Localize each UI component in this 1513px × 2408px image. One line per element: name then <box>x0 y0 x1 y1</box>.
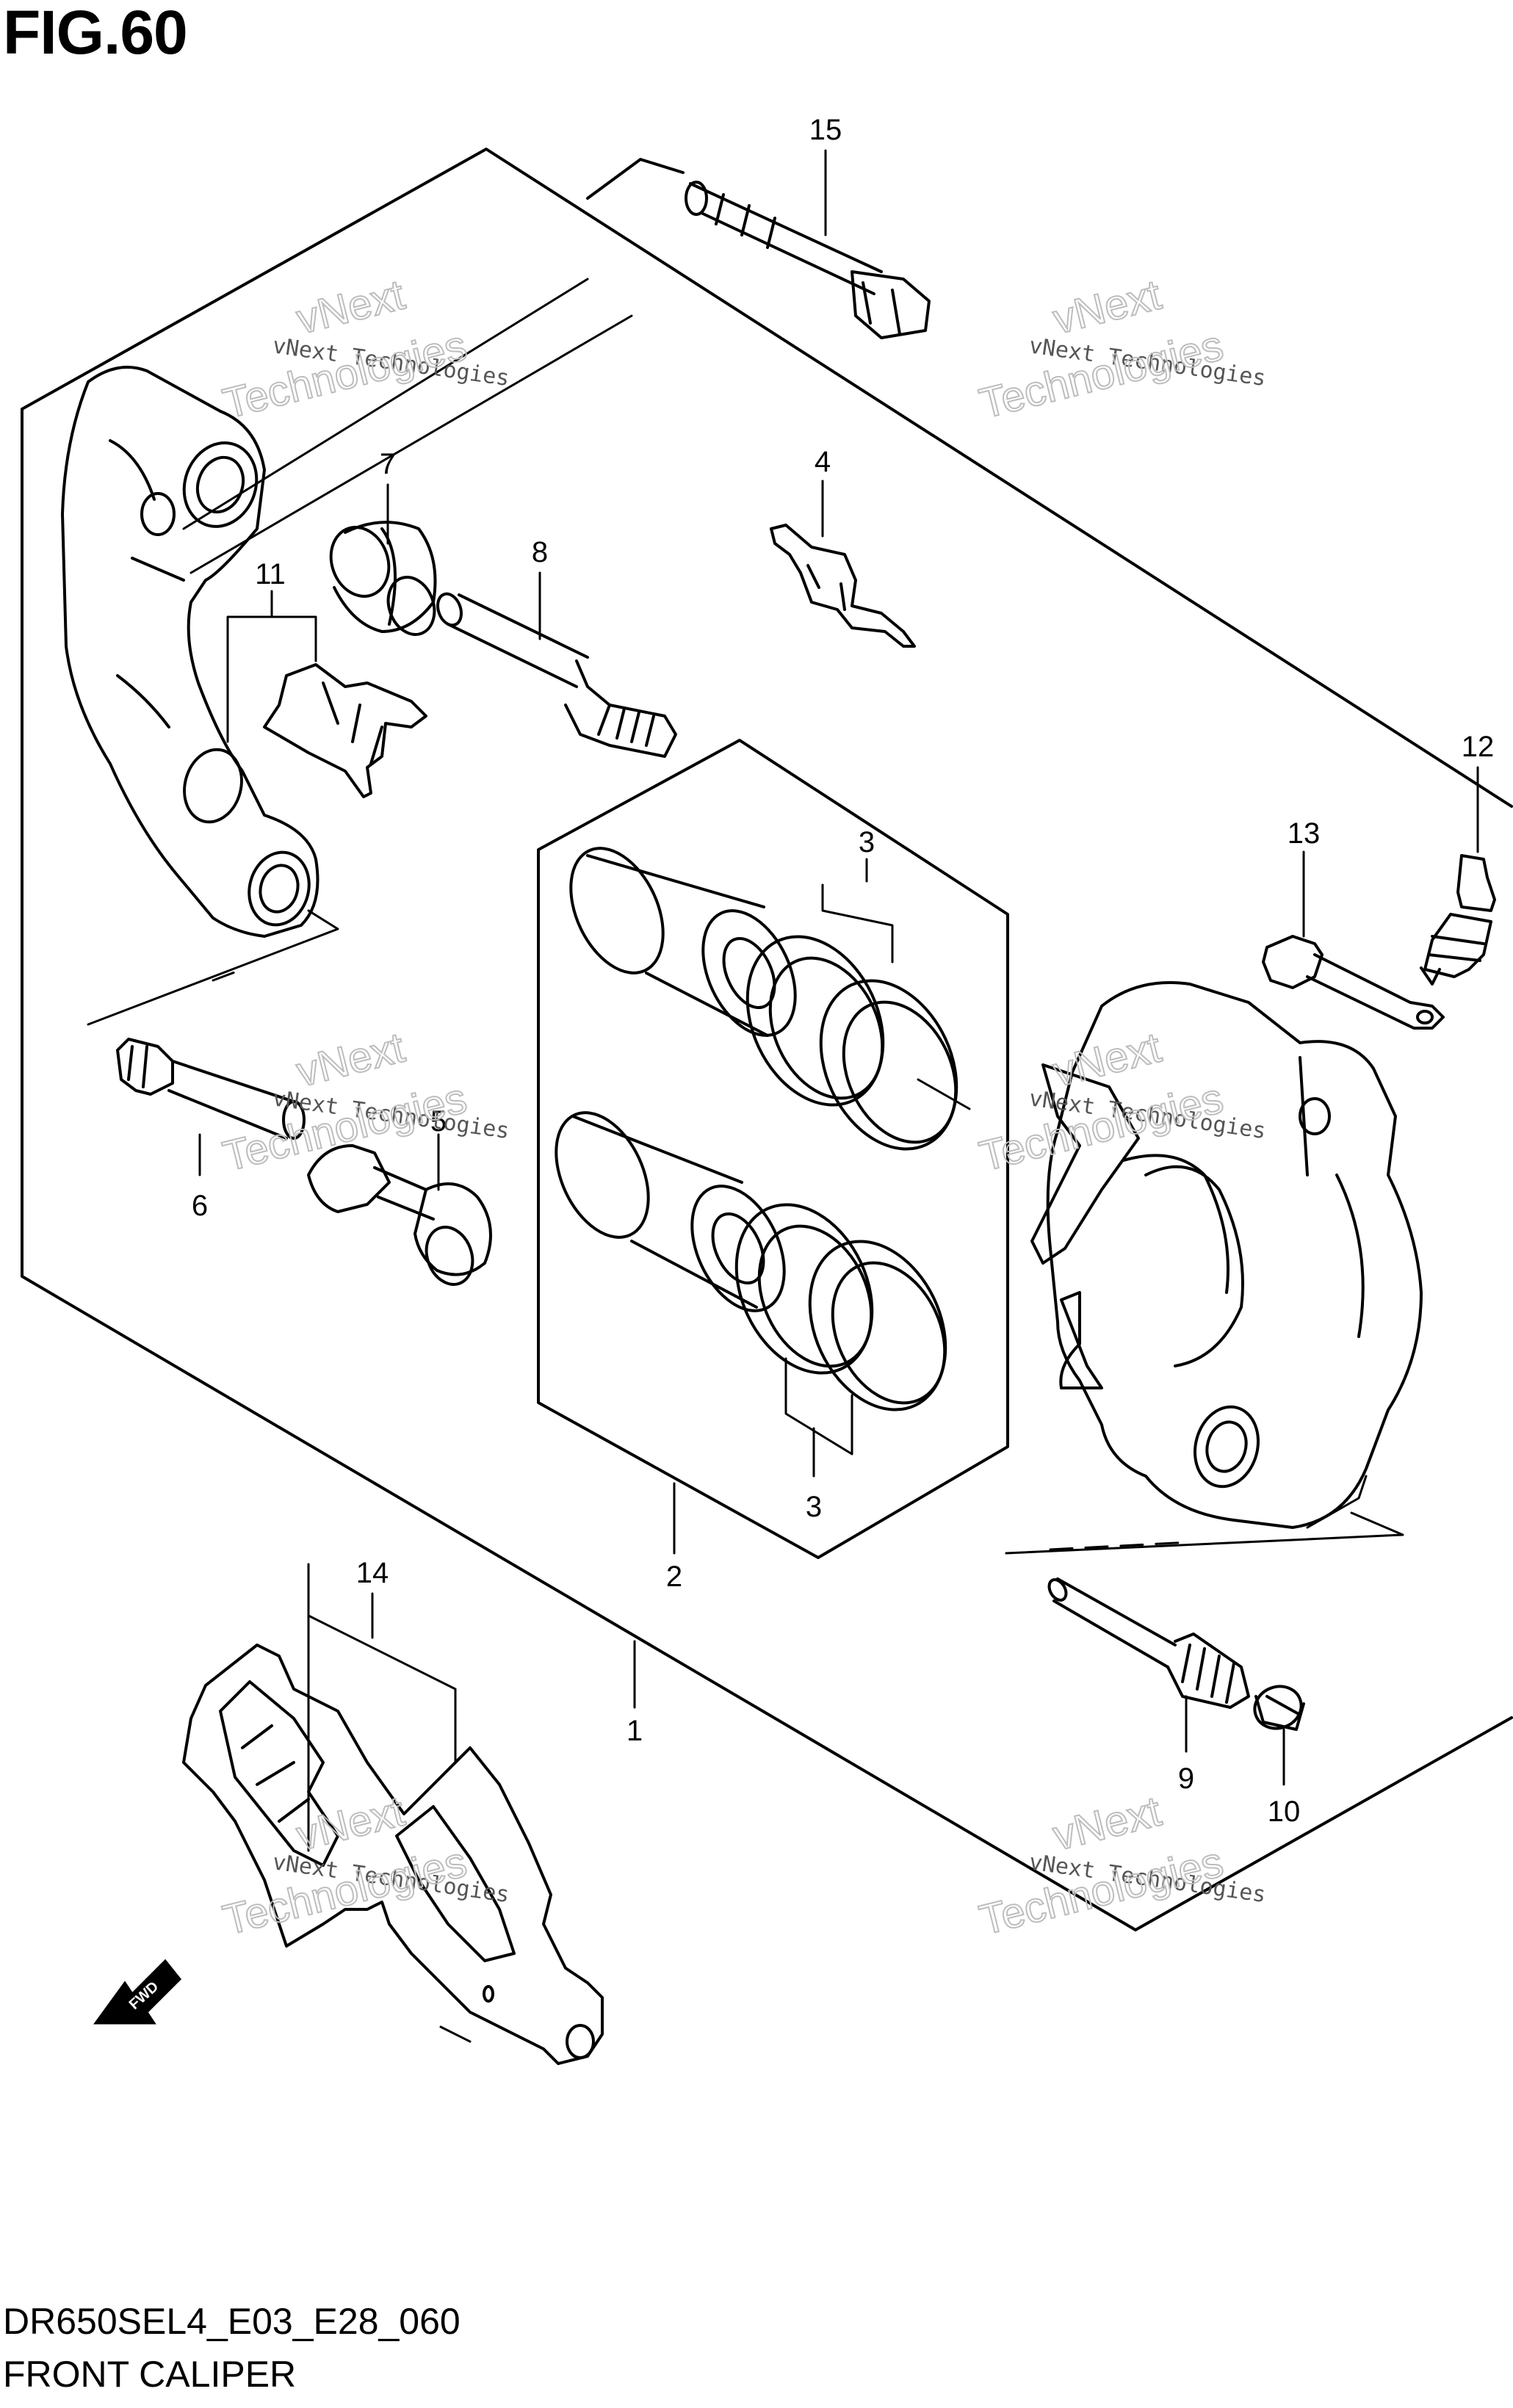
svg-text:vNext: vNext <box>292 271 409 344</box>
dust-seal-lower <box>734 1203 874 1375</box>
piston-upper <box>569 847 797 1037</box>
watermark-mid-left: vNext vNext Technologies Technologies <box>217 1023 510 1182</box>
piston-lower <box>555 1111 786 1312</box>
figure-code: DR650SEL4_E03_E28_060 <box>3 2301 461 2342</box>
callout-3-upper: 3 <box>859 826 875 858</box>
callout-9: 9 <box>1178 1762 1194 1795</box>
callout-3-lower: 3 <box>806 1491 822 1523</box>
pin-6 <box>116 1038 306 1140</box>
callout-8: 8 <box>532 536 548 568</box>
pin-8 <box>436 592 677 758</box>
svg-text:vNext: vNext <box>292 1024 409 1096</box>
svg-text:vNext: vNext <box>1048 1787 1166 1860</box>
callout-15: 15 <box>809 114 842 146</box>
callout-1: 1 <box>626 1715 643 1747</box>
brake-pads-14 <box>182 1563 604 2065</box>
pin-9 <box>1047 1577 1250 1709</box>
caliper-body <box>1030 981 1423 1529</box>
svg-text:Technologies: Technologies <box>218 322 471 428</box>
caliper-bracket <box>61 278 633 938</box>
boot-5 <box>307 1144 492 1286</box>
callout-14: 14 <box>356 1557 389 1589</box>
plug-10 <box>1253 1685 1305 1731</box>
svg-text:Technologies: Technologies <box>218 1838 471 1945</box>
dust-seal-upper <box>745 935 885 1107</box>
pad-spring-11 <box>263 663 427 798</box>
assembly-bolt-bracket <box>586 158 685 200</box>
watermark-mid-right: vNext vNext Technologies Technologies <box>974 1023 1267 1182</box>
callout-11: 11 <box>255 558 286 590</box>
svg-text:Technologies: Technologies <box>975 1838 1227 1945</box>
assembly-outline <box>21 148 1513 808</box>
fwd-arrow: FWD <box>93 1959 182 2025</box>
figure-name: FRONT CALIPER <box>3 2354 297 2395</box>
boot-7 <box>329 521 437 636</box>
bolt-15 <box>685 181 931 339</box>
assembly-outline-left <box>21 408 1513 1931</box>
callout-5: 5 <box>430 1105 447 1138</box>
watermark-top-left: vNext vNext Technologies Technologies <box>217 270 510 429</box>
callout-7: 7 <box>380 448 396 480</box>
callout-13: 13 <box>1288 817 1321 850</box>
watermark-top-right: vNext vNext Technologies Technologies <box>974 270 1267 429</box>
svg-text:Technologies: Technologies <box>975 322 1227 428</box>
callout-12: 12 <box>1462 731 1495 763</box>
figure-title: FIG.60 <box>3 0 188 67</box>
callout-4: 4 <box>815 446 831 478</box>
piston-seal-lower <box>808 1240 947 1411</box>
pad-spring-4 <box>770 524 916 648</box>
callout-10: 10 <box>1268 1796 1301 1828</box>
svg-text:vNext: vNext <box>1048 271 1166 344</box>
callout-6: 6 <box>192 1190 208 1222</box>
bleeder-cap-13 <box>1262 935 1445 1030</box>
callout-2: 2 <box>666 1561 682 1593</box>
piston-seal-upper <box>819 979 958 1151</box>
bleeder-valve-12 <box>1420 854 1496 986</box>
piston-group-outline <box>537 739 1009 1559</box>
